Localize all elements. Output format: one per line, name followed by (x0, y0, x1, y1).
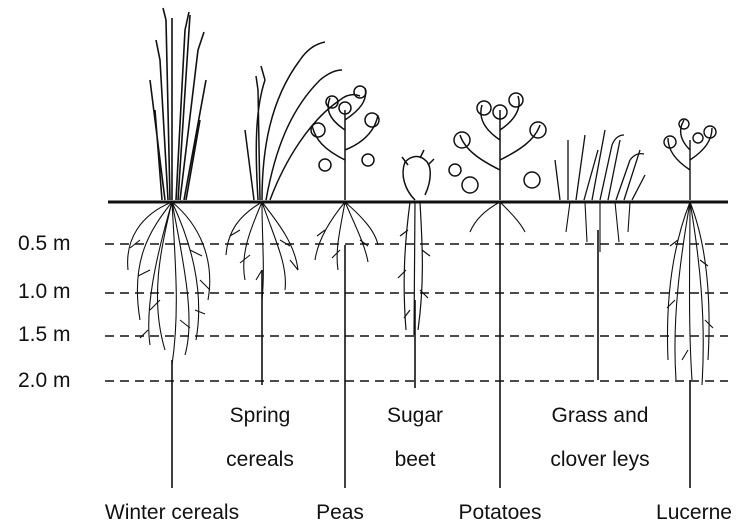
label-sugar-beet: Sugar beet (355, 403, 475, 473)
peas-roots (315, 202, 378, 270)
potatoes-plant (449, 93, 546, 200)
spring-cereals-plant (245, 42, 360, 200)
label-grass-clover-line1: Grass and (520, 403, 680, 429)
peas-plant (311, 86, 379, 200)
lucerne-plant (664, 119, 716, 200)
depth-label-1-0m: 1.0 m (18, 281, 71, 303)
label-potatoes: Potatoes (430, 500, 570, 526)
winter-cereals-roots (128, 202, 210, 365)
label-spring-cereals: Spring cereals (200, 403, 320, 473)
depth-label-0-5m: 0.5 m (18, 233, 71, 255)
label-sugar-beet-line2: beet (355, 447, 475, 473)
label-sugar-beet-line1: Sugar (355, 403, 475, 429)
potatoes-roots (470, 202, 525, 232)
label-winter-cereals: Winter cereals (62, 500, 282, 526)
sugar-beet-plant (402, 150, 434, 200)
depth-label-2-0m: 2.0 m (18, 370, 71, 392)
label-grass-clover: Grass and clover leys (520, 403, 680, 473)
label-spring-cereals-line1: Spring (200, 403, 320, 429)
label-spring-cereals-line2: cereals (200, 447, 320, 473)
label-lucerne: Lucerne (642, 500, 746, 526)
label-grass-clover-line2: clover leys (520, 447, 680, 473)
sugar-beet-roots (398, 202, 430, 335)
grass-clover-plant (555, 130, 645, 200)
depth-label-1-5m: 1.5 m (18, 324, 71, 346)
winter-cereals-plant (150, 8, 206, 200)
label-peas: Peas (300, 500, 380, 526)
